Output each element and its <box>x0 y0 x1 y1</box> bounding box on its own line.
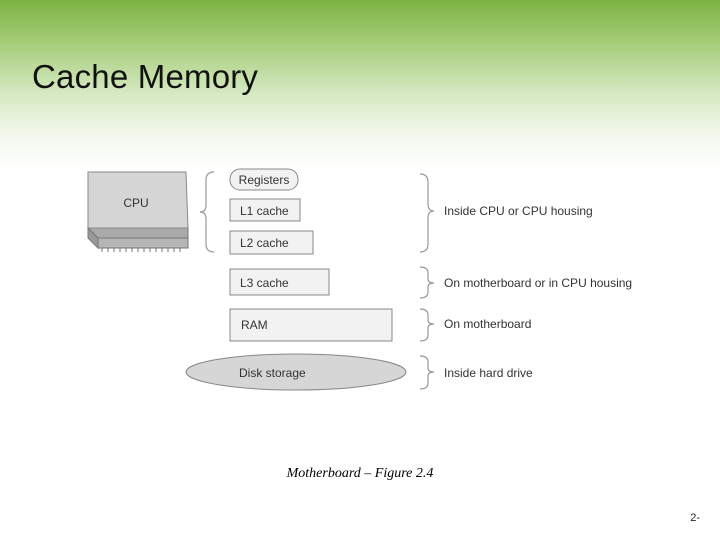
location-label-cpu-housing: Inside CPU or CPU housing <box>444 204 593 218</box>
l3-cache-box <box>229 268 330 296</box>
l1-cache-label: L1 cache <box>240 204 289 218</box>
location-label-motherboard: On motherboard <box>444 317 531 331</box>
right-brace-cpu <box>419 173 435 253</box>
registers-label: Registers <box>239 173 290 187</box>
disk-storage-label: Disk storage <box>239 366 306 380</box>
l3-cache-label: L3 cache <box>240 276 289 290</box>
ram-box <box>229 308 393 342</box>
ram-label: RAM <box>241 318 268 332</box>
l2-cache-box <box>229 230 314 255</box>
registers-shape <box>229 168 299 191</box>
slide-title: Cache Memory <box>32 58 259 95</box>
figure-caption: Motherboard – Figure 2.4 <box>286 466 434 481</box>
l1-cache-box <box>229 198 301 222</box>
right-brace-disk <box>419 355 435 390</box>
left-brace <box>199 171 215 253</box>
right-brace-l3 <box>419 266 435 299</box>
right-brace-ram <box>419 308 435 342</box>
cpu-chip: CPU <box>86 171 189 252</box>
location-label-motherboard-or-cpu: On motherboard or in CPU housing <box>444 276 632 290</box>
l2-cache-label: L2 cache <box>240 236 289 250</box>
page-number: 2- <box>690 512 700 524</box>
location-label-hard-drive: Inside hard drive <box>444 366 533 380</box>
cpu-label: CPU <box>123 196 148 210</box>
slide-header-gradient <box>0 0 720 170</box>
disk-storage-ellipse <box>185 353 407 391</box>
